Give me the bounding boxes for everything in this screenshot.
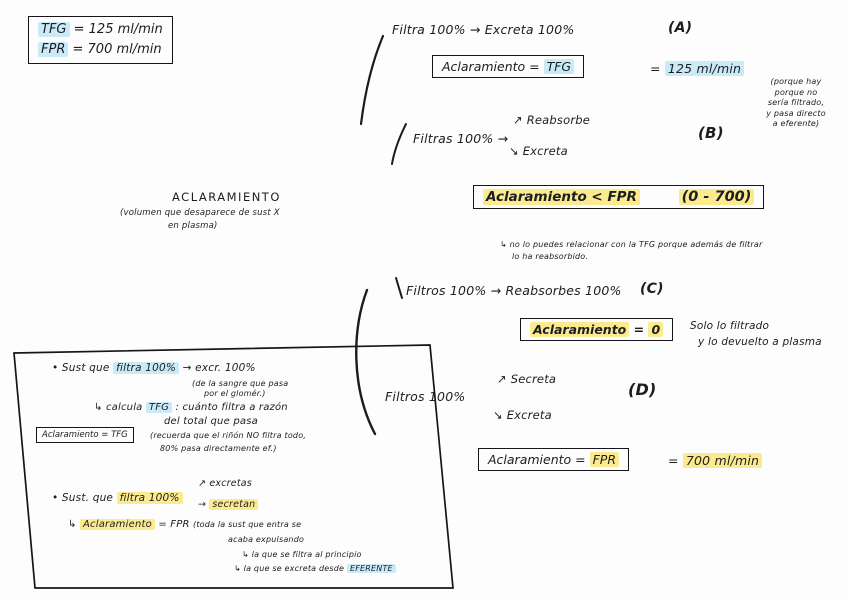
brace-case-d: [355, 288, 377, 436]
case-a-note-line: a eferente): [772, 119, 820, 128]
case-a-result-value: 125 ml/min: [664, 61, 745, 76]
case-a-box: Aclaramiento = TFG: [432, 55, 585, 78]
case-c-note-line1: Solo lo filtrado: [690, 320, 770, 332]
case-d-box-label: Aclaramiento =: [488, 452, 586, 467]
summary-b2-branch-top: ↗ excretas: [198, 478, 252, 489]
case-a-result-eq: =: [650, 61, 661, 76]
case-d-branch-bottom: ↘ Excreta: [493, 408, 552, 422]
summary-b1-highlight: filtra 100%: [113, 362, 180, 374]
case-b-note-line1: ↳ no lo puedes relacionar con la TFG por…: [500, 240, 763, 249]
summary-b1-note1: (recuerda que el riñón NO filtra todo,: [150, 431, 307, 440]
case-d-result-eq: =: [668, 453, 679, 468]
case-b-box-text: Aclaramiento < FPR: [483, 189, 640, 205]
summary-b1-small1: (de la sangre que pasa: [192, 379, 289, 388]
case-b-box-range: (0 - 700): [678, 189, 755, 205]
case-c-box-value: 0: [648, 322, 664, 337]
summary-b2-line3: acaba expulsando: [228, 535, 305, 544]
summary-b1-small2: por el glomér.): [204, 389, 266, 398]
legend-tfg-label: TFG: [38, 22, 70, 37]
case-a-box-label: Aclaramiento =: [442, 59, 540, 74]
case-a-note-line: porque no: [774, 87, 818, 97]
case-a-result: = 125 ml/min: [650, 61, 745, 76]
case-a-tag: (A): [668, 20, 693, 36]
case-a-box-term: TFG: [543, 59, 575, 74]
summary-b2-highlight: filtra 100%: [116, 492, 183, 504]
summary-b2-bullet: • Sust. que: [52, 492, 114, 504]
summary-bullet2: • Sust. que filtra 100%: [52, 492, 183, 504]
legend-fpr-value: = 700 ml/min: [72, 42, 162, 57]
legend-tfg-value: = 125 ml/min: [73, 22, 163, 37]
case-a-note: (porque hay porque no sería filtrado, y …: [748, 77, 844, 130]
summary-b2-l2-arrow: ↳: [68, 519, 77, 530]
summary-b2-sub2-pre: ↳ la que se excreta desde: [234, 564, 345, 573]
summary-b2-l2-highlight: Aclaramiento: [79, 519, 155, 530]
summary-b2-l2-rest: (toda la sust que entra se: [193, 520, 302, 529]
case-c-box-eq: =: [633, 322, 645, 337]
summary-b2-sub1: ↳ la que se filtra al principio: [242, 550, 362, 559]
legend-tfg-line: TFG = 125 ml/min: [38, 20, 163, 40]
summary-b2-branch-bottom: → secretan: [198, 499, 259, 510]
summary-b2-line2: ↳ Aclaramiento = FPR (toda la sust que e…: [68, 519, 301, 531]
concept-def-line1: (volumen que desaparece de sust X: [120, 208, 280, 218]
summary-b1-line3: del total que pasa: [164, 416, 258, 427]
case-b-box: Aclaramiento < FPR (0 - 700): [473, 185, 765, 209]
case-b-branch-top: ↗ Reabsorbe: [513, 113, 591, 127]
legend-box: TFG = 125 ml/min FPR = 700 ml/min: [28, 16, 173, 64]
summary-b1-rest: → excr. 100%: [182, 362, 256, 374]
brace-case-b: [391, 123, 407, 165]
case-d-header: Filtros 100%: [385, 389, 466, 404]
summary-b1-line2: ↳ calcula TFG : cuánto filtra a razón: [94, 402, 288, 413]
summary-b1-l2-rest: : cuánto filtra a razón: [175, 402, 288, 413]
case-d-branch-top: ↗ Secreta: [497, 372, 557, 386]
summary-b1-note2: 80% pasa directamente ef.): [160, 444, 277, 453]
case-d-tag: (D): [628, 380, 657, 399]
summary-bullet1: • Sust que filtra 100% → excr. 100%: [52, 362, 256, 374]
summary-b1-l2-pre: ↳ calcula: [94, 402, 143, 413]
case-a-header: Filtra 100% → Excreta 100%: [392, 22, 575, 37]
case-a-note-line: y pasa directo: [766, 108, 826, 118]
case-c-tag: (C): [640, 281, 664, 297]
summary-b2-bottom-term: secretan: [209, 499, 259, 510]
case-c-header: Filtros 100% → Reabsorbes 100%: [406, 283, 622, 298]
summary-b2-sub2-term: EFERENTE: [346, 564, 396, 573]
summary-b1-bullet: • Sust que: [52, 362, 110, 374]
case-b-branch-bottom: ↘ Excreta: [509, 144, 568, 158]
concept-def-line2: en plasma): [168, 221, 218, 231]
case-c-note-line2: y lo devuelto a plasma: [698, 336, 822, 348]
summary-b2-sub2: ↳ la que se excreta desde EFERENTE: [234, 564, 396, 575]
legend-fpr-label: FPR: [38, 42, 69, 57]
case-a-note-line: (porque hay: [770, 77, 822, 86]
summary-b1-l2-term: TFG: [145, 402, 173, 413]
summary-b2-bottom-arrow: →: [198, 499, 207, 510]
case-c-box: Aclaramiento = 0: [520, 318, 674, 341]
case-d-box-term: FPR: [589, 452, 620, 467]
case-a-note-line: sería filtrado,: [767, 98, 825, 107]
case-b-tag: (B): [698, 124, 724, 142]
summary-mini-box: Aclaramiento = TFG: [36, 427, 134, 443]
summary-b2-l2-eq: = FPR: [158, 519, 190, 530]
concept-title: ACLARAMIENTO: [172, 190, 281, 204]
legend-fpr-line: FPR = 700 ml/min: [38, 40, 163, 60]
case-d-result: = 700 ml/min: [668, 453, 763, 468]
brace-case-a: [359, 34, 385, 126]
case-c-box-label: Aclaramiento: [530, 322, 630, 337]
case-d-result-value: 700 ml/min: [682, 453, 763, 468]
case-d-box: Aclaramiento = FPR: [478, 448, 630, 471]
case-b-note-line2: lo ha reabsorbido.: [512, 252, 589, 261]
tick-case-c: [395, 277, 403, 299]
summary-frame: [13, 344, 454, 589]
case-b-header: Filtras 100% →: [413, 131, 509, 146]
